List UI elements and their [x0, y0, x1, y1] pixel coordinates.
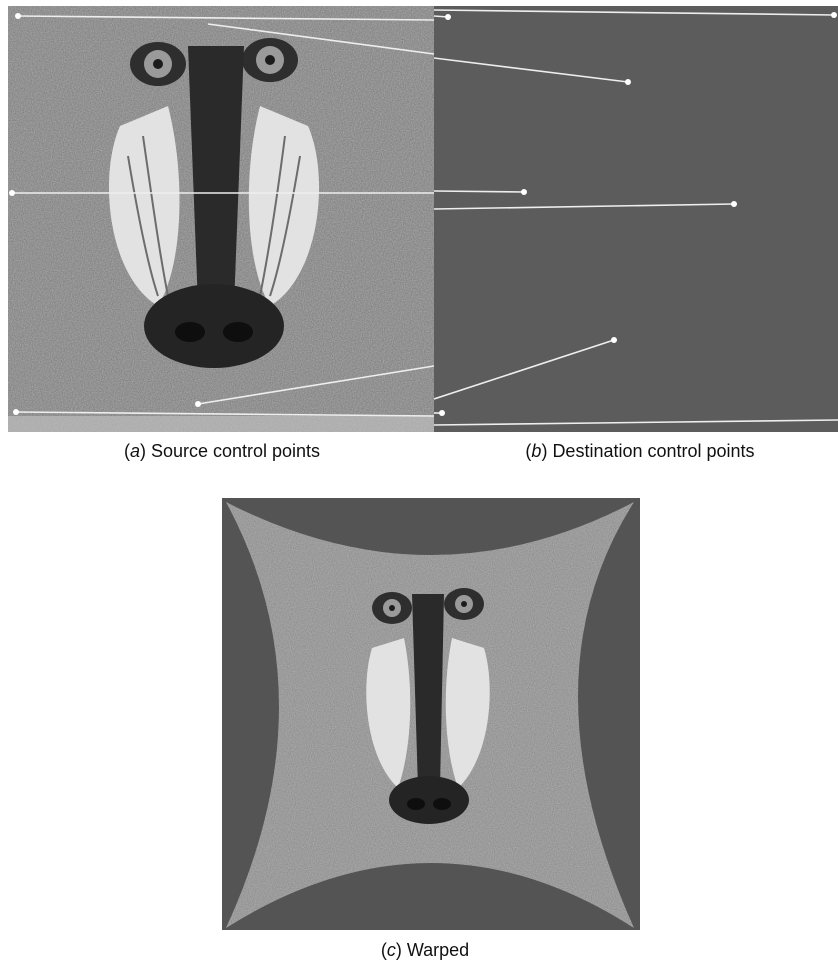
- caption-warped: (c) Warped: [330, 939, 520, 961]
- warped-image-panel: [222, 498, 640, 930]
- destination-image-panel: [434, 6, 838, 432]
- source-image: [8, 6, 434, 432]
- caption-source-control-points: (a) Source control points: [92, 440, 352, 462]
- warped-image: [222, 498, 640, 930]
- destination-image: [434, 6, 838, 432]
- source-image-panel: [8, 6, 434, 432]
- caption-destination-control-points: (b) Destination control points: [488, 440, 792, 462]
